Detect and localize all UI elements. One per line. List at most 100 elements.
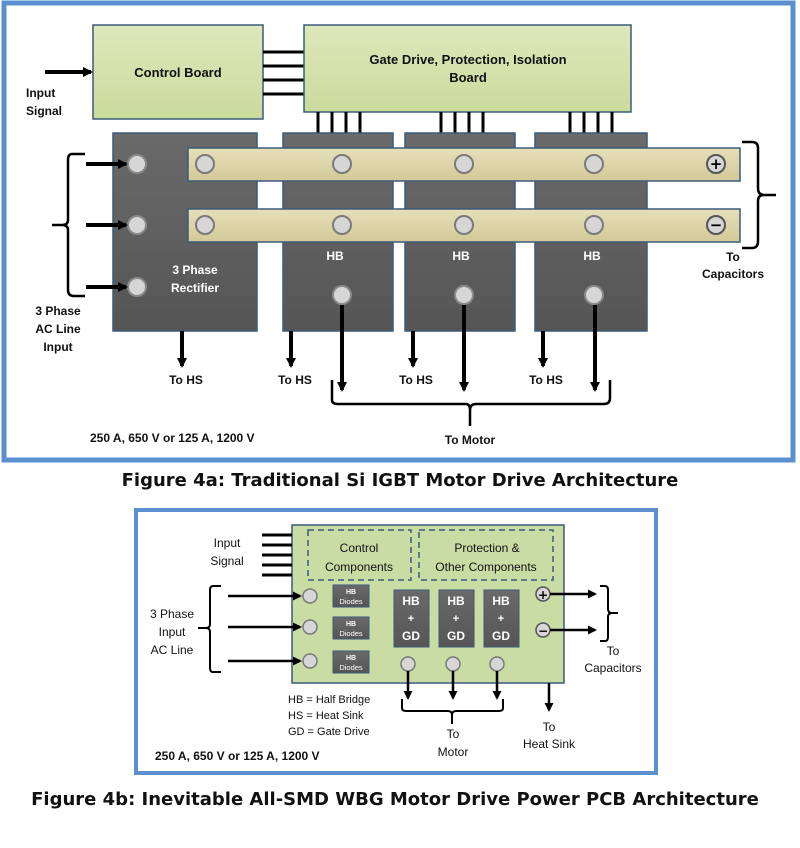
gate-drive-board-label-2: Board [449, 70, 487, 85]
busbar-negative: − [187, 208, 741, 243]
input-signal-lines [262, 533, 292, 577]
plus-sign: + [710, 155, 723, 173]
minus-terminal-icon [706, 215, 726, 235]
hbgd-label-1: HB [492, 594, 510, 608]
hbgd-label-2: + [408, 613, 414, 625]
to-motor-label-2: Motor [438, 745, 469, 759]
diodes-label-1: HB [346, 621, 356, 628]
hbgd-label-3: GD [402, 629, 420, 643]
figure-4a: Control Board Input Signal Gate Drive, P… [1, 0, 796, 463]
diodes-label-1: HB [346, 589, 356, 596]
motor-output-terminal [445, 656, 461, 672]
minus-sign: − [710, 216, 723, 234]
ac-input-label-1: 3 Phase [150, 607, 194, 621]
input-signal-label-1: Input [214, 536, 241, 550]
hb-diodes-2: HB Diodes [332, 616, 370, 640]
to-hs-label: To HS [169, 373, 203, 387]
hbgd-label-3: GD [447, 629, 465, 643]
to-motor-arrows [403, 671, 502, 700]
figure-4a-caption: Figure 4a: Traditional Si IGBT Motor Dri… [122, 470, 679, 491]
to-hs-label: To HS [278, 373, 312, 387]
capacitor-brace [600, 585, 618, 642]
hbgd-label-1: HB [447, 594, 465, 608]
to-heatsink-arrows [177, 331, 548, 368]
input-signal-label-1: Input [26, 86, 55, 100]
control-board-label: Control Board [134, 65, 221, 80]
diodes-label-2: Diodes [339, 597, 363, 606]
diodes-label-2: Diodes [339, 663, 363, 672]
motor-brace [330, 380, 612, 426]
to-capacitors-label-2: Capacitors [584, 661, 641, 675]
motor-output-terminal [489, 656, 505, 672]
gate-signal-lines [316, 112, 614, 133]
hb-diodes-1: HB Diodes [332, 584, 370, 608]
hb-output-terminal [584, 285, 604, 305]
plus-sign: + [538, 588, 548, 602]
control-board [92, 24, 264, 120]
hb-label: HB [452, 249, 470, 263]
figure-4b-caption: Figure 4b: Inevitable All-SMD WBG Motor … [31, 789, 759, 810]
plus-terminal-icon [706, 154, 726, 174]
rating-label: 250 A, 650 V or 125 A, 1200 V [90, 431, 255, 445]
ac-input-label-1: 3 Phase [35, 304, 81, 318]
busbar-positive: + [187, 147, 741, 182]
gate-drive-board [303, 24, 632, 113]
hbgd-label-3: GD [492, 629, 510, 643]
hb-gd-1: HB + GD [393, 589, 430, 648]
hbgd-label-2: + [453, 613, 459, 625]
capacitor-arrows [550, 589, 597, 635]
to-capacitors-label-1: To [726, 250, 740, 264]
hb-label: HB [326, 249, 344, 263]
hbgd-label-1: HB [402, 594, 420, 608]
to-heatsink-label-2: Heat Sink [523, 737, 576, 751]
diodes-label-1: HB [346, 655, 356, 662]
hb-output-terminal [332, 285, 352, 305]
motor-output-terminal [400, 656, 416, 672]
ac-input-arrows [228, 591, 302, 666]
control-components-label-1: Control [340, 541, 379, 555]
hb-gd-3: HB + GD [483, 589, 520, 648]
minus-sign: − [538, 624, 548, 638]
to-capacitors-label-1: To [607, 644, 620, 658]
rating-label: 250 A, 650 V or 125 A, 1200 V [155, 749, 320, 763]
ac-input-brace [52, 152, 85, 298]
legend-hs: HS = Heat Sink [288, 710, 364, 722]
to-heatsink-label-1: To [543, 720, 556, 734]
hbgd-label-2: + [498, 613, 504, 625]
ac-input-label-2: AC Line [35, 322, 81, 336]
rectifier-terminal [127, 154, 147, 174]
ac-input-brace [198, 585, 221, 673]
to-motor-label-1: To [447, 727, 460, 741]
rectifier-label-2: Rectifier [171, 281, 219, 295]
to-motor-arrows [337, 305, 600, 392]
input-terminal [302, 619, 318, 635]
to-motor-label: To Motor [445, 433, 496, 447]
ac-input-label-2: Input [159, 625, 186, 639]
to-hs-label: To HS [399, 373, 433, 387]
legend-hb: HB = Half Bridge [288, 694, 370, 706]
hb-diodes-3: HB Diodes [332, 650, 370, 674]
to-capacitors-label-2: Capacitors [702, 267, 764, 281]
ac-input-label-3: AC Line [151, 643, 194, 657]
protection-label-1: Protection & [454, 541, 519, 555]
input-terminal [302, 588, 318, 604]
protection-label-2: Other Components [435, 560, 536, 574]
to-hs-label: To HS [529, 373, 563, 387]
figure-4b: Control Components Protection & Other Co… [134, 508, 658, 775]
input-signal-label-2: Signal [26, 104, 62, 118]
ac-input-arrows [86, 159, 128, 292]
legend-gd: GD = Gate Drive [288, 726, 370, 738]
capacitor-brace [742, 140, 776, 250]
hb-label: HB [583, 249, 601, 263]
input-terminal [302, 653, 318, 669]
control-components-label-2: Components [325, 560, 393, 574]
rectifier-terminal [127, 277, 147, 297]
control-components-box [307, 529, 412, 581]
gate-drive-board-label-1: Gate Drive, Protection, Isolation [369, 52, 566, 67]
hb-output-terminal [454, 285, 474, 305]
diodes-label-2: Diodes [339, 629, 363, 638]
board-interconnect [263, 50, 304, 96]
rectifier-terminal [127, 215, 147, 235]
input-signal-label-2: Signal [210, 554, 243, 568]
